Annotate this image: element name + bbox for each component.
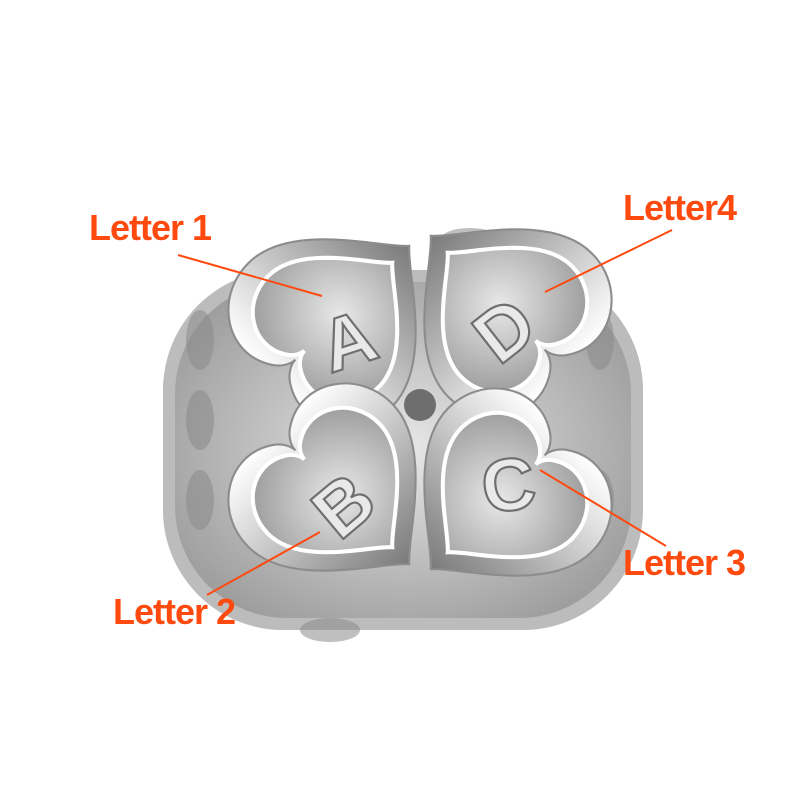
callout-label-letter-3: Letter 3 — [623, 542, 746, 583]
clover-center — [404, 389, 436, 421]
callout-line-4 — [544, 229, 673, 293]
callout-line-3 — [539, 469, 667, 547]
engraved-letter-3: C — [476, 440, 540, 530]
callout-label-letter-1: Letter 1 — [89, 207, 212, 248]
callout-lines — [177, 229, 673, 596]
callout-label-letter-2: Letter 2 — [113, 591, 236, 632]
callout-label-letter-4: Letter4 — [623, 187, 737, 228]
callout-line-2 — [206, 531, 321, 596]
callout-line-1 — [177, 254, 323, 297]
